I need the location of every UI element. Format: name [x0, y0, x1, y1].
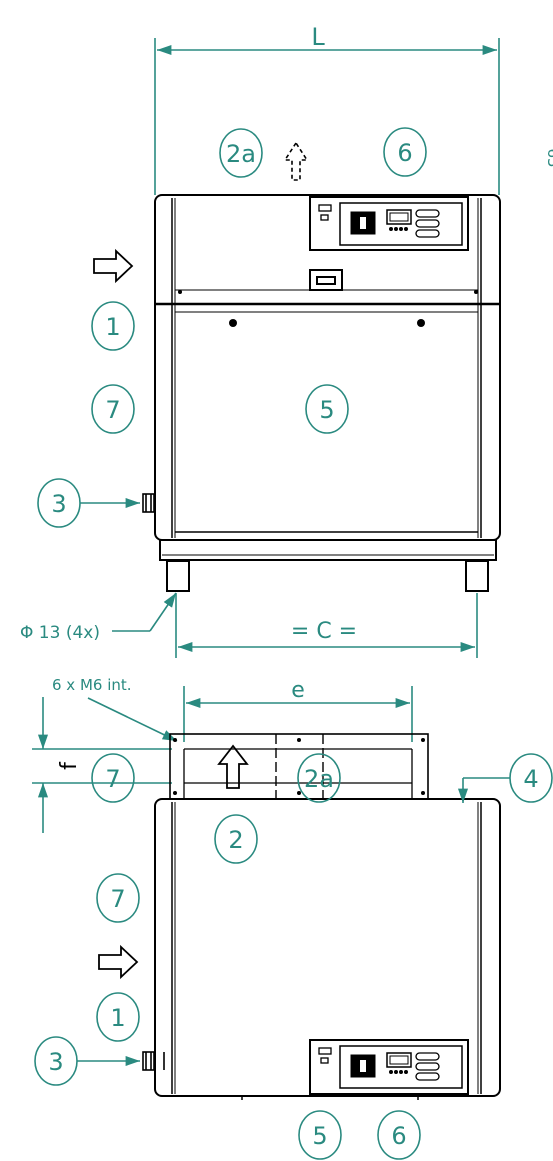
callout-2: 2 [228, 826, 243, 854]
callout-4: 4 [523, 765, 538, 793]
panel-handle-icon [309, 269, 343, 291]
callout-2a: 2a [226, 140, 256, 168]
door-screw-right [417, 319, 425, 327]
cabinet-front [154, 194, 501, 541]
panel-screw [474, 290, 478, 294]
outlet-arrow-icon [283, 141, 309, 181]
dimension-e [183, 686, 413, 742]
dimension-e-label: e [291, 678, 305, 703]
dimension-f [32, 697, 172, 833]
callout-6: 6 [397, 139, 412, 167]
thread-note: 6 x M6 int. [52, 676, 132, 694]
callout-3: 3 [48, 1048, 63, 1076]
callout-7: 7 [105, 765, 120, 793]
callout-5: 5 [319, 396, 334, 424]
thread-hole [297, 791, 301, 795]
outlet-arrow-icon [217, 744, 249, 789]
dimension-f-label: f [57, 761, 82, 770]
control-panel-top [309, 1039, 469, 1095]
callout-7: 7 [105, 396, 120, 424]
foot-hole-note: Φ 13 (4x) [20, 623, 100, 643]
cabinet-top [154, 798, 501, 1100]
thread-hole [173, 791, 177, 795]
thread-hole [173, 738, 177, 742]
thread-hole [421, 738, 425, 742]
connector-3-top [142, 1051, 165, 1071]
duct-outline-dashed [275, 734, 324, 799]
dimension-length-label: L [311, 23, 325, 51]
top-view: e 6 x M6 int. f [32, 676, 553, 1160]
callout-6: 6 [391, 1122, 406, 1150]
thread-hole [421, 791, 425, 795]
front-view: L 65 [20, 23, 553, 658]
door-screw-left [229, 319, 237, 327]
control-panel [309, 196, 469, 251]
dimension-length [154, 38, 500, 195]
connector-3 [142, 493, 155, 513]
side-dimension-label: 65 [544, 148, 553, 167]
panel-screw [178, 290, 182, 294]
callout-7: 7 [110, 885, 125, 913]
cabinet-base [159, 539, 497, 592]
callout-1: 1 [105, 313, 120, 341]
dimension-center-label: = C = [291, 619, 357, 644]
callout-3: 3 [51, 490, 66, 518]
dimension-center [175, 593, 478, 658]
inlet-arrow-icon [93, 248, 134, 284]
inlet-arrow-icon [98, 944, 139, 980]
callout-1: 1 [110, 1004, 125, 1032]
mounting-frame [169, 733, 429, 800]
callout-5: 5 [312, 1122, 327, 1150]
thread-hole [297, 738, 301, 742]
callout-2a: 2a [304, 765, 334, 793]
